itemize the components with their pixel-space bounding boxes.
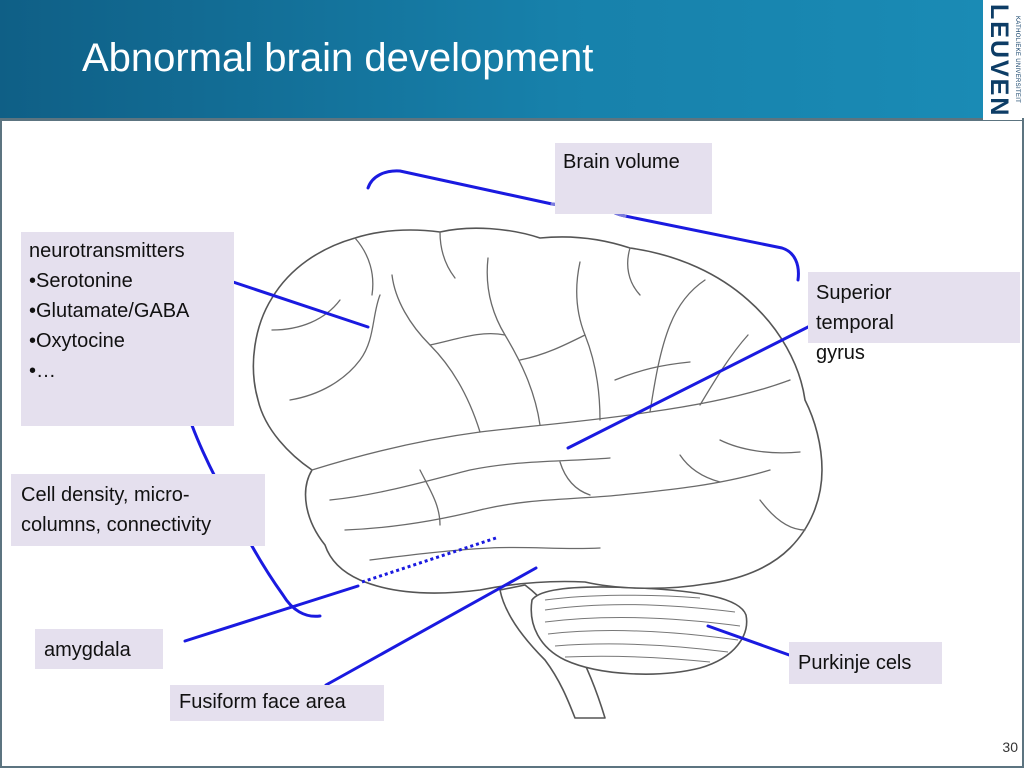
cell-density-label: Cell density, micro- columns, connectivi… — [11, 474, 265, 546]
amygdala-text: amygdala — [44, 639, 131, 661]
fusiform-face-area-label: Fusiform face area — [170, 685, 384, 721]
superior-temporal-pointer — [566, 324, 812, 450]
cell-density-line: columns, connectivity — [21, 514, 212, 536]
neurotransmitter-item: •… — [29, 360, 57, 382]
superior-temporal-gyrus-label: Superior temporal gyrus — [808, 272, 1020, 364]
superior-temporal-line: Superior — [816, 282, 892, 304]
neurotransmitters-label: neurotransmitters •Serotonine •Glutamate… — [21, 232, 234, 426]
brain-folds — [271, 231, 806, 561]
purkinje-cells-label: Purkinje cels — [789, 642, 942, 684]
logo-subtitle: KATHOLIEKE UNIVERSITEIT — [1014, 16, 1020, 104]
amygdala-label: amygdala — [35, 629, 163, 669]
frame-left — [0, 118, 2, 768]
brain-volume-label: Brain volume — [555, 143, 712, 214]
cell-density-line: Cell density, micro- — [21, 484, 190, 506]
neurotransmitter-item: •Serotonine — [29, 270, 133, 292]
superior-temporal-line: gyrus — [816, 342, 865, 364]
university-logo: LEUVEN KATHOLIEKE UNIVERSITEIT — [983, 0, 1024, 120]
page-number: 30 — [1002, 739, 1018, 755]
amygdala-pointer — [183, 584, 360, 643]
purkinje-cells-text: Purkinje cels — [798, 652, 912, 674]
logo-wordmark: LEUVEN — [985, 4, 1013, 118]
fusiform-pointer — [324, 566, 538, 687]
superior-temporal-line: temporal — [816, 312, 894, 334]
brain-volume-text: Brain volume — [563, 151, 680, 173]
frame-bottom — [0, 766, 1024, 768]
neurotransmitter-item: •Glutamate/GABA — [29, 300, 190, 322]
slide-title: Abnormal brain development — [82, 36, 594, 80]
neurotransmitters-heading: neurotransmitters — [29, 240, 185, 262]
frame-right — [1022, 118, 1024, 768]
slide-header: Abnormal brain development LEUVEN KATHOL… — [0, 0, 1024, 121]
cerebellum-folia — [544, 594, 741, 663]
fusiform-face-area-text: Fusiform face area — [179, 691, 346, 713]
neurotransmitter-item: •Oxytocine — [29, 330, 125, 352]
purkinje-pointer — [706, 624, 794, 658]
